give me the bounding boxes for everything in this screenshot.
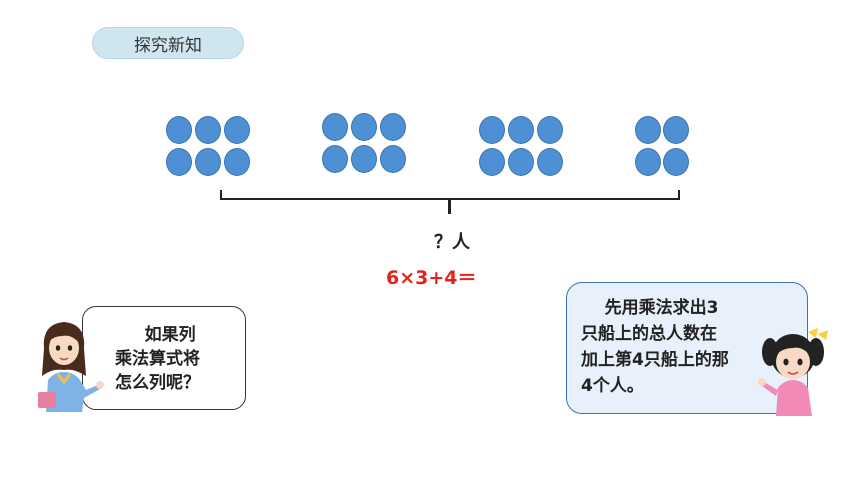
girl-speech-text: 先用乘法求出3 只船上的总人数在 加上第4只船上的那 4个人。 (581, 298, 729, 396)
dot (508, 116, 534, 144)
dot (635, 148, 661, 176)
dot (166, 148, 192, 176)
dot (479, 148, 505, 176)
dot (322, 145, 348, 173)
dot (351, 145, 377, 173)
dot (224, 116, 250, 144)
dot (166, 116, 192, 144)
section-tag-label: 探究新知 (134, 35, 202, 56)
dot (663, 148, 689, 176)
girl-figure (758, 328, 828, 416)
dot (635, 116, 661, 144)
dot (537, 148, 563, 176)
dot (351, 113, 377, 141)
question-label: ？人 (434, 232, 470, 253)
dot (663, 116, 689, 144)
dot (224, 148, 250, 176)
teacher-figure (38, 322, 104, 412)
teacher-speech-text: 如果列 乘法算式将 怎么列呢？ (115, 325, 200, 393)
dot (195, 116, 221, 144)
dot (380, 113, 406, 141)
bracket-stem (448, 199, 451, 214)
dot (195, 148, 221, 176)
dot (508, 148, 534, 176)
teacher-speech-bubble: 如果列 乘法算式将 怎么列呢？ (82, 306, 246, 410)
dot (380, 145, 406, 173)
section-tag: 探究新知 (92, 27, 244, 59)
dot (537, 116, 563, 144)
dot (479, 116, 505, 144)
equation: 6×3+4＝ (386, 267, 477, 289)
dot (322, 113, 348, 141)
